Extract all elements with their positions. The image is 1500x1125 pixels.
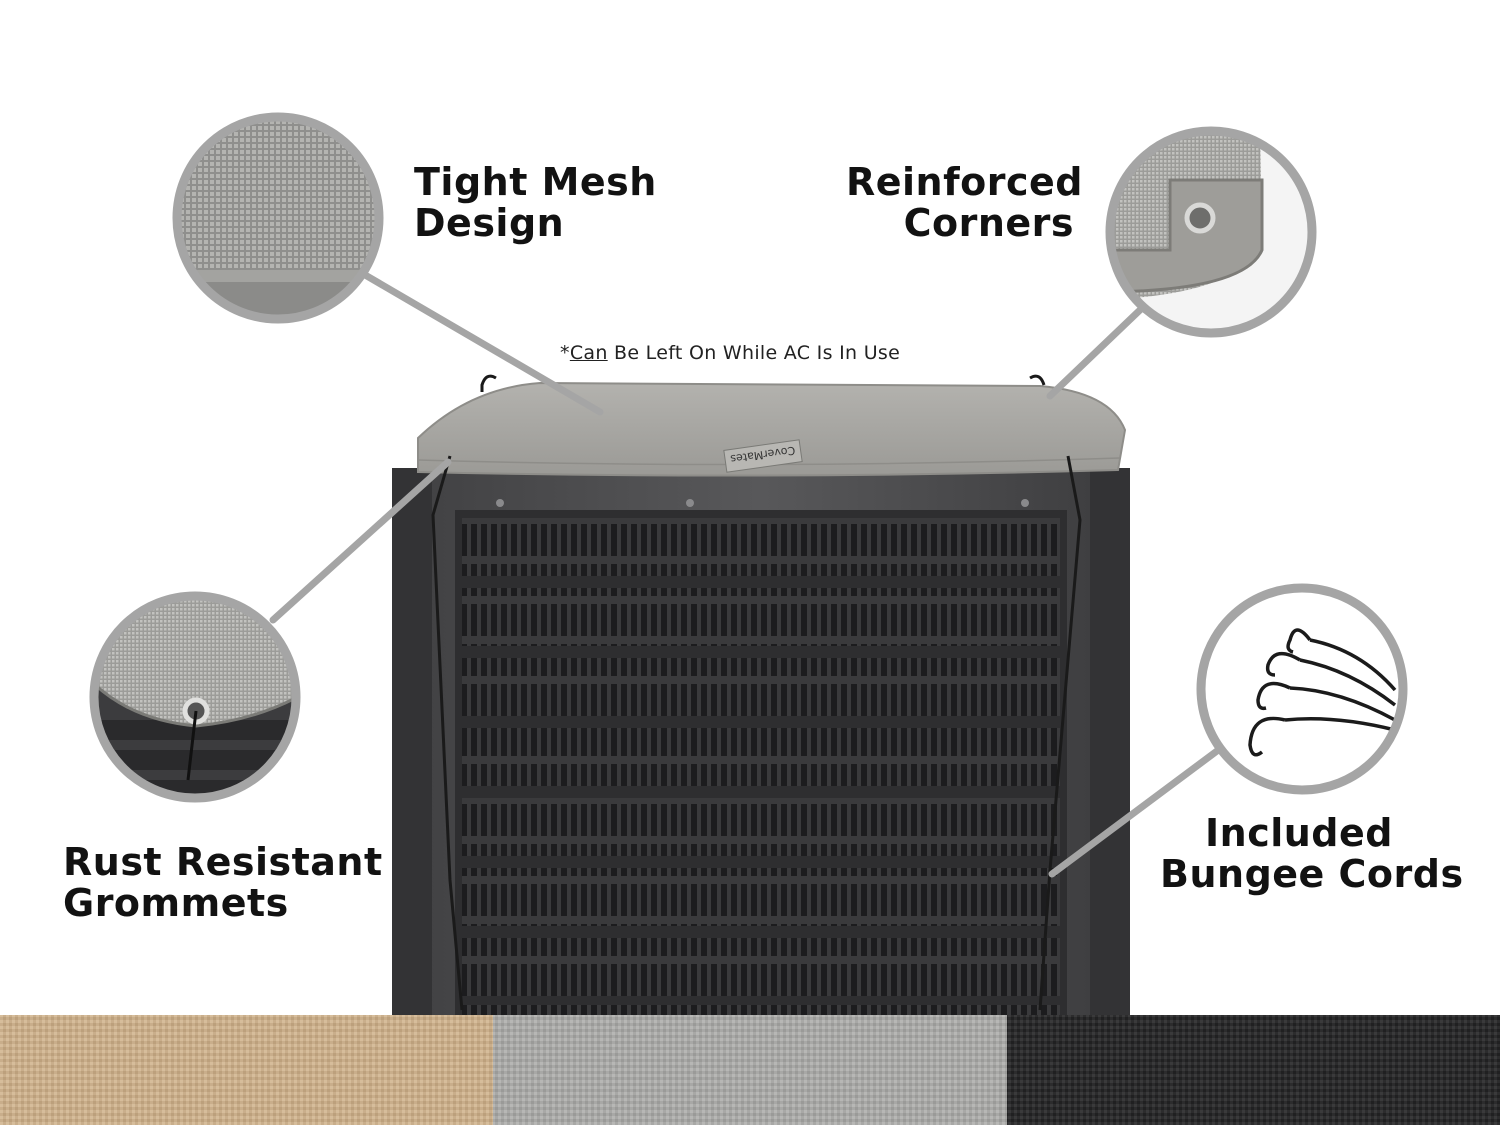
note-underlined: Can	[569, 342, 608, 364]
label-line: Reinforced	[846, 160, 1083, 204]
tight-mesh-design-label: Tight Mesh Design	[414, 162, 657, 244]
grille-louvers	[462, 518, 1060, 1020]
note-prefix: *	[560, 342, 570, 364]
label-line: Rust Resistant	[63, 840, 383, 884]
label-line: Tight Mesh	[414, 160, 657, 204]
grommet-detail-callout	[89, 591, 301, 803]
corner-detail-callout	[1105, 126, 1317, 338]
bungee-detail-callout	[1196, 583, 1408, 795]
rust-resistant-grommets-label: Rust Resistant Grommets	[63, 842, 383, 924]
reinforced-corners-label: Reinforced Corners	[846, 160, 1083, 245]
swatch-gray	[493, 1015, 1007, 1125]
mesh-cover: CoverMates	[417, 381, 1127, 477]
included-bungee-cords-label: Included Bungee Cords	[1160, 811, 1464, 896]
label-line: Bungee Cords	[1160, 852, 1464, 896]
label-line: Design	[414, 201, 565, 245]
ac-unit	[392, 468, 1130, 1023]
label-line: Included	[1205, 811, 1393, 855]
note-rest: Be Left On While AC Is In Use	[607, 342, 901, 364]
brand-tag: CoverMates	[723, 439, 803, 473]
callout-connectors	[269, 268, 1229, 878]
usage-note: *Can Be Left On While AC Is In Use	[560, 342, 900, 364]
swatch-black	[1007, 1015, 1500, 1125]
label-line: Grommets	[63, 881, 289, 925]
mesh-detail-callout	[172, 112, 384, 324]
swatch-tan	[0, 1015, 493, 1125]
label-line: Corners	[903, 201, 1074, 245]
unit-bungee-cords	[431, 374, 1082, 1011]
